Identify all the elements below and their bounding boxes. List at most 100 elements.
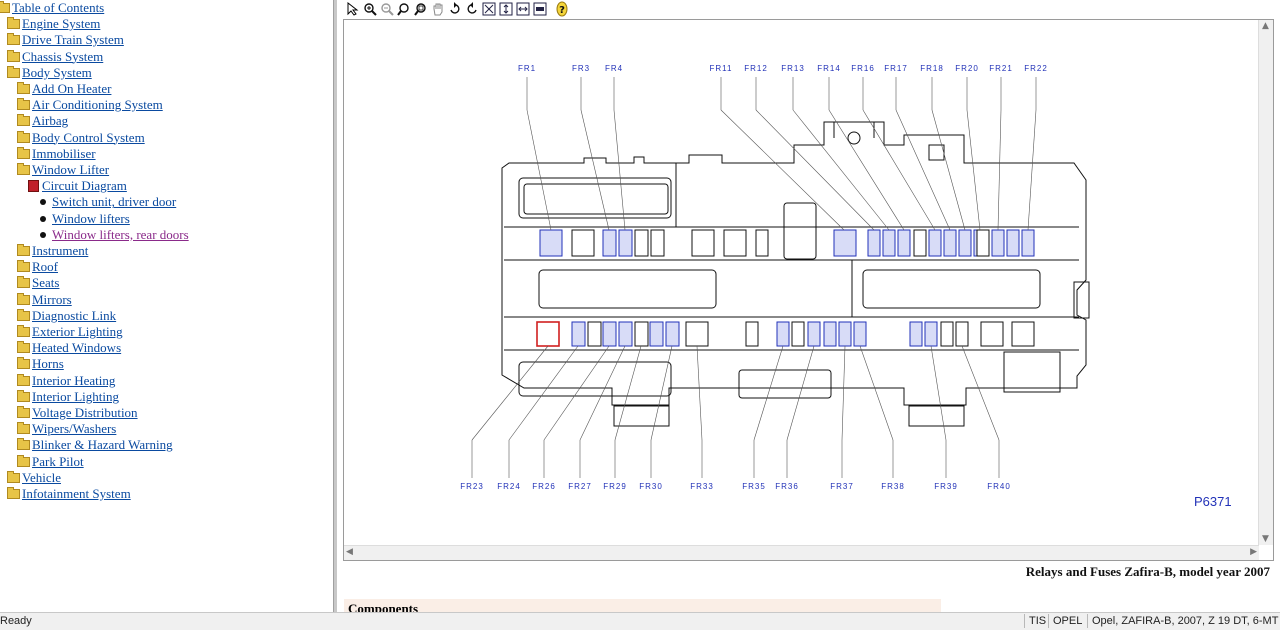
scroll-up-icon[interactable]: ▲: [1262, 21, 1269, 31]
select-arrow-icon[interactable]: [345, 1, 361, 17]
fuse-label-top: FR22: [1024, 64, 1048, 73]
scroll-right-icon[interactable]: ▶: [1250, 547, 1257, 557]
tree-item-label[interactable]: Roof: [32, 259, 58, 275]
tree-item-label[interactable]: Wipers/Washers: [32, 421, 117, 437]
rotate-cw-icon[interactable]: [464, 1, 480, 17]
components-section: Components: [344, 599, 941, 612]
zoom-area-icon[interactable]: [413, 1, 429, 17]
rotate-ccw-icon[interactable]: [447, 1, 463, 17]
svg-text:?: ?: [559, 5, 565, 16]
zoom-in-icon[interactable]: [362, 1, 378, 17]
tree-item-label[interactable]: Window lifters, rear doors: [52, 226, 189, 242]
tree-item-label[interactable]: Drive Train System: [22, 32, 124, 48]
fuse-label-bottom: FR24: [497, 482, 521, 491]
leader-lines: [471, 77, 1037, 478]
tree-item-label[interactable]: Switch unit, driver door: [52, 194, 177, 210]
fuse-label-bottom: FR33: [690, 482, 714, 491]
folder-icon: [7, 65, 20, 78]
folder-icon: [7, 487, 20, 499]
pan-hand-icon[interactable]: [430, 1, 446, 17]
tree-item-label[interactable]: Horns: [32, 356, 64, 372]
folder-icon: [17, 292, 30, 305]
folder-icon: [0, 1, 10, 13]
folder-icon: [17, 163, 30, 175]
scroll-left-icon[interactable]: ◀: [346, 547, 353, 557]
fuse-label-bottom: FR35: [742, 482, 766, 491]
folder-icon: [7, 49, 20, 62]
folder-icon: [7, 470, 20, 483]
tree-item-label[interactable]: Air Conditioning System: [32, 97, 163, 113]
toolbar-separator: [549, 1, 553, 17]
folder-icon: [17, 146, 30, 159]
tree-item-label[interactable]: Window lifters: [52, 210, 130, 226]
tree-item-label[interactable]: Engine System: [22, 16, 101, 32]
folder-icon: [17, 114, 30, 127]
folder-icon: [17, 260, 30, 273]
fuse-label-top: FR18: [920, 64, 944, 73]
tree-item-label[interactable]: Instrument: [32, 243, 89, 258]
tree-item-label[interactable]: Heated Windows: [32, 340, 122, 356]
zoom-icon[interactable]: [396, 1, 412, 17]
folder-icon: [17, 389, 30, 402]
folder-icon: [17, 357, 30, 370]
tree-item-label[interactable]: Table of Contents: [12, 0, 105, 15]
fuse-box-outline: [501, 121, 1090, 427]
vertical-scrollbar[interactable]: ▲ ▼: [1258, 20, 1273, 545]
fuse-label-top: FR20: [955, 64, 979, 73]
fit-height-icon[interactable]: [498, 1, 514, 17]
fit-width-icon[interactable]: [515, 1, 531, 17]
scroll-down-icon[interactable]: ▼: [1262, 534, 1269, 544]
horizontal-scrollbar[interactable]: ◀ ▶: [344, 545, 1259, 560]
fuse-label-bottom: FR38: [881, 482, 905, 491]
fuse-label-top: FR12: [744, 64, 768, 73]
tree-item-label[interactable]: Airbag: [32, 113, 69, 129]
tree-item-label[interactable]: Immobiliser: [32, 145, 96, 161]
fuse-label-top: FR11: [710, 64, 733, 73]
pane-splitter[interactable]: [333, 0, 337, 612]
fuse-label-top: FR16: [851, 64, 875, 73]
tree-item-label[interactable]: Body Control System: [32, 129, 145, 145]
status-panel-brand: OPEL: [1048, 614, 1082, 628]
fuse-label-bottom: FR40: [987, 482, 1011, 491]
tree-item-label[interactable]: Circuit Diagram: [42, 178, 127, 194]
fuse-label-bottom: FR36: [775, 482, 799, 491]
tree-item-label[interactable]: Park Pilot: [32, 453, 84, 469]
bullet-icon: [40, 199, 46, 206]
tree-item-label[interactable]: Seats: [32, 275, 60, 291]
viewer-toolbar: ?: [345, 1, 570, 19]
fuse-label-top: FR1: [518, 64, 536, 73]
fuse-label-bottom: FR23: [460, 482, 484, 491]
drawing-id: P6371: [1194, 494, 1232, 509]
folder-icon: [7, 33, 20, 46]
tree-item-label[interactable]: Body System: [22, 64, 92, 80]
bottom-fuse-row-black: [587, 321, 1035, 347]
tree-item-label[interactable]: Blinker & Hazard Warning: [32, 437, 173, 453]
zoom-out-icon[interactable]: [379, 1, 395, 17]
fuse-label-top: FR21: [989, 64, 1013, 73]
tree-item-label[interactable]: Voltage Distribution: [32, 405, 138, 420]
tree-item-label[interactable]: Chassis System: [22, 48, 104, 64]
top-fuse-row-black: [571, 229, 990, 257]
fuse-label-bottom: FR30: [639, 482, 663, 491]
diagram-caption: Relays and Fuses Zafira-B, model year 20…: [1025, 564, 1270, 579]
help-icon[interactable]: ?: [554, 1, 570, 17]
tree-item-label[interactable]: Mirrors: [32, 291, 72, 307]
print-icon[interactable]: [532, 1, 548, 17]
tree-item-label[interactable]: Diagnostic Link: [32, 307, 117, 323]
bullet-icon: [40, 231, 46, 238]
tree-item-label[interactable]: Vehicle: [22, 469, 61, 485]
tree-item-label[interactable]: Interior Lighting: [32, 388, 120, 404]
fuse-label-top: FR3: [572, 64, 590, 73]
tree-item-label[interactable]: Interior Heating: [32, 372, 116, 388]
fit-page-icon[interactable]: [481, 1, 497, 17]
folder-icon: [17, 438, 30, 451]
fuse-label-bottom: FR27: [568, 482, 592, 491]
folder-icon: [17, 373, 30, 386]
tree-item-label[interactable]: Window Lifter: [32, 162, 110, 177]
tree-item-label[interactable]: Add On Heater: [32, 81, 112, 96]
tree-item-label[interactable]: Infotainment System: [22, 486, 131, 501]
tree-item-label[interactable]: Exterior Lighting: [32, 324, 123, 339]
